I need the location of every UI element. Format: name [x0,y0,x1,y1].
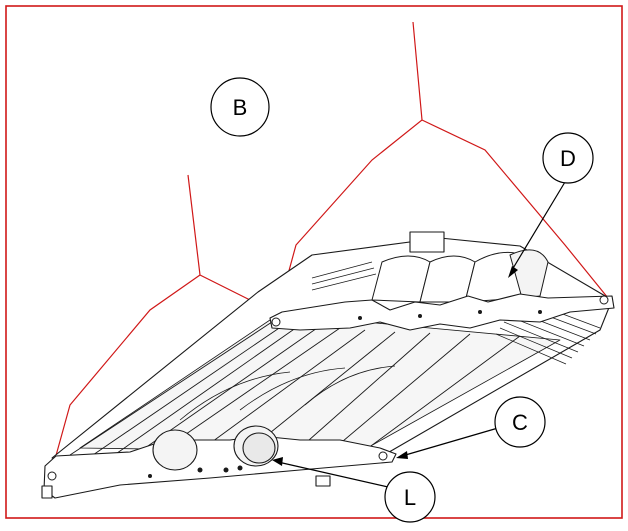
callout-d: D [508,132,594,278]
callout-c: C [396,396,546,459]
callout-c-arrowhead [396,451,408,459]
callout-l-circle [384,471,436,523]
callout-b-label: B [233,95,248,120]
callout-l-label: L [404,485,416,510]
mount-tab [409,231,445,253]
top-cylinders [371,249,549,303]
bottom-bracket [315,475,331,487]
callout-b-circle [210,77,270,137]
callout-d-leader [511,181,566,271]
callout-d-circle [542,132,594,184]
callout-c-label: C [512,410,528,435]
screw-holes [148,310,542,478]
reflector-arcs [179,365,396,421]
callout-d-label: D [560,146,576,171]
callout-c-leader [401,427,499,457]
bottom-pipes [152,425,279,471]
callout-c-circle [494,396,546,448]
callout-b: B [210,77,270,137]
mount-holes [47,295,609,481]
callout-d-arrowhead [508,266,518,278]
callout-l-arrowhead [272,457,283,466]
top-end-plate [269,293,615,331]
diagram-frame [5,5,623,519]
fixture-body [41,231,615,499]
callout-l: L [272,457,436,523]
callout-l-leader [277,461,389,488]
side-bracket [41,485,53,499]
